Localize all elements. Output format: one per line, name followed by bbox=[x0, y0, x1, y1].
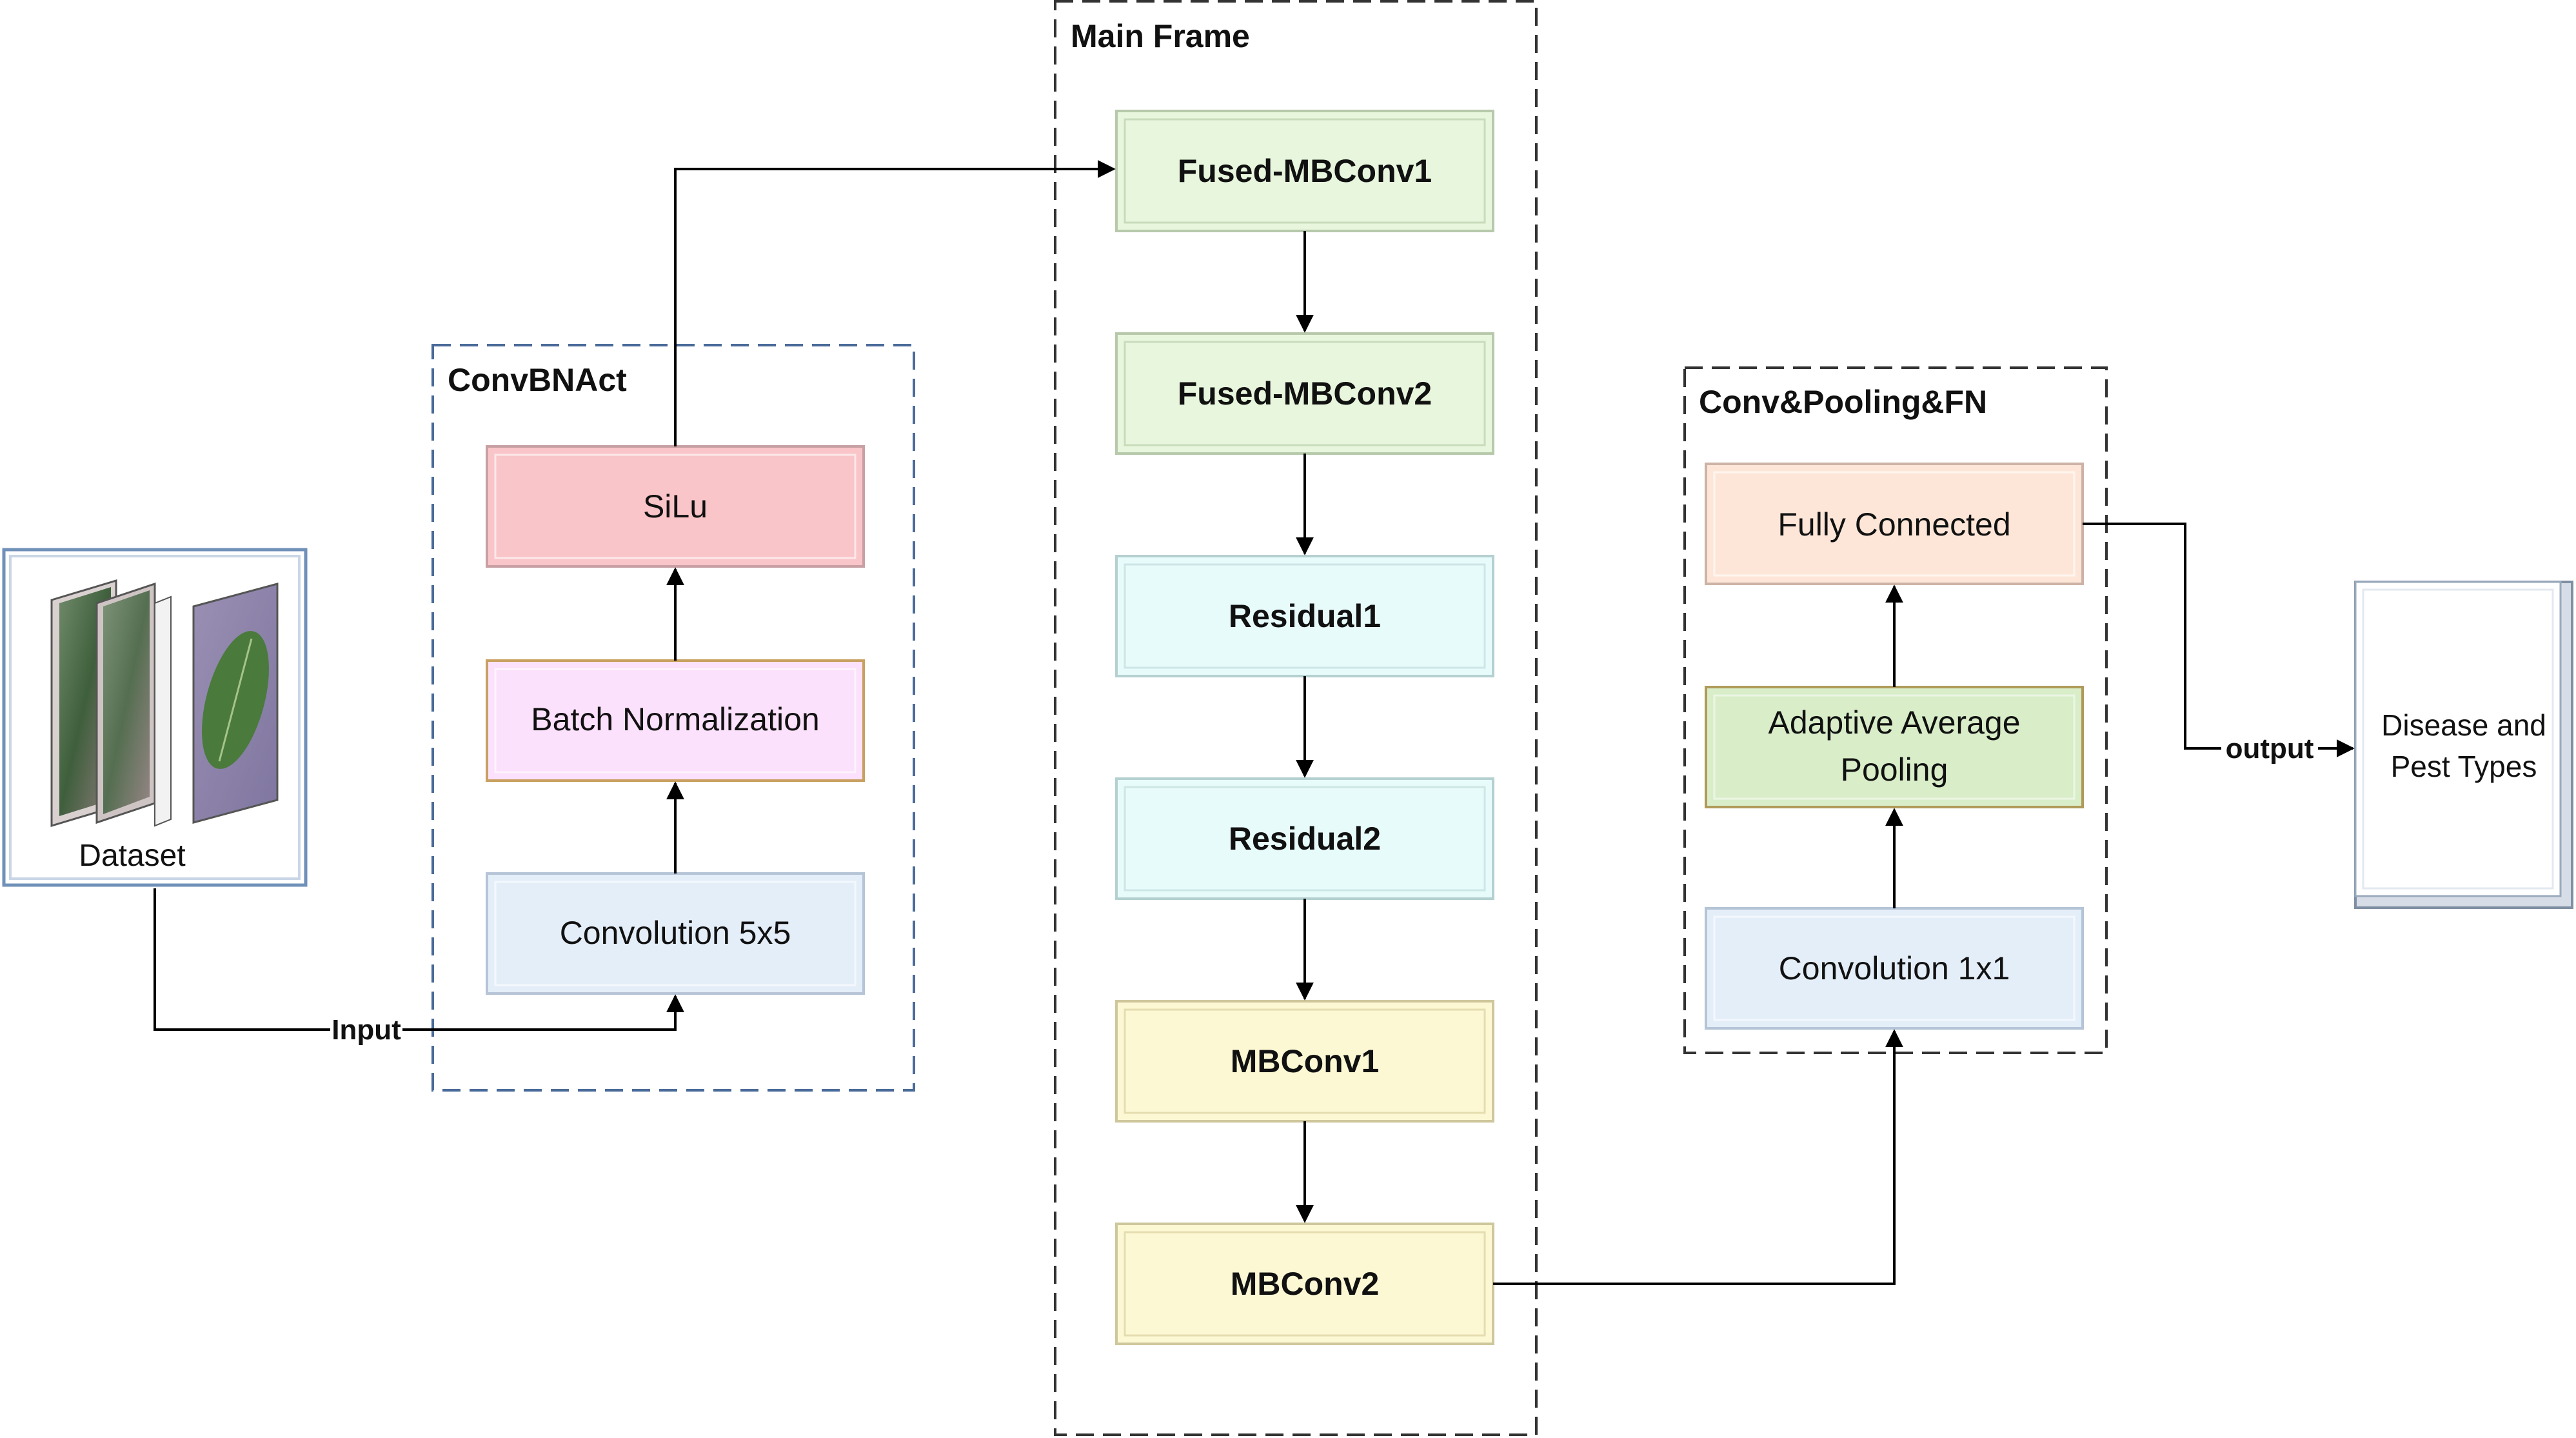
edge-label-input: Input bbox=[332, 1014, 401, 1046]
block-mbconv1-label: MBConv1 bbox=[1231, 1043, 1380, 1079]
block-residual1-label: Residual1 bbox=[1229, 598, 1381, 634]
block-residual2-label: Residual2 bbox=[1229, 821, 1381, 857]
block-fully-connected-label: Fully Connected bbox=[1778, 506, 2010, 543]
dataset-image-icon bbox=[50, 579, 279, 828]
output-label-line2: Pest Types bbox=[2391, 750, 2537, 783]
block-silu-label: SiLu bbox=[643, 488, 708, 524]
convbnact-title: ConvBNAct bbox=[448, 362, 627, 398]
block-adaptive-average-pooling-label-2: Pooling bbox=[1841, 752, 1948, 788]
block-fused-mbconv2: Fused-MBConv2 bbox=[1115, 332, 1494, 455]
block-fused-mbconv2-label: Fused-MBConv2 bbox=[1178, 375, 1432, 412]
block-convolution-5x5: Convolution 5x5 bbox=[486, 872, 865, 995]
block-batch-normalization-label: Batch Normalization bbox=[531, 701, 819, 737]
block-mbconv1: MBConv1 bbox=[1115, 1000, 1494, 1123]
conv-pooling-fn-title: Conv&Pooling&FN bbox=[1699, 384, 1987, 420]
edge-fc-to-output bbox=[2083, 523, 2355, 757]
dataset-node: Dataset bbox=[2, 548, 308, 887]
block-convolution-1x1-label: Convolution 1x1 bbox=[1779, 950, 2010, 986]
block-fused-mbconv1-label: Fused-MBConv1 bbox=[1178, 153, 1432, 189]
output-node: Disease and Pest Types bbox=[2354, 581, 2573, 909]
block-mbconv2-label: MBConv2 bbox=[1231, 1266, 1380, 1302]
block-residual1: Residual1 bbox=[1115, 555, 1494, 677]
dataset-label: Dataset bbox=[79, 839, 185, 873]
main-frame-group bbox=[1054, 0, 1538, 1436]
block-convolution-1x1: Convolution 1x1 bbox=[1705, 907, 2084, 1030]
main-frame-title: Main Frame bbox=[1071, 18, 1250, 54]
block-batch-normalization: Batch Normalization bbox=[486, 659, 865, 782]
connectors bbox=[154, 160, 2355, 1285]
edge-mbconv2-to-conv1x1 bbox=[1493, 1029, 1903, 1285]
block-silu: SiLu bbox=[486, 445, 865, 568]
block-fused-mbconv1: Fused-MBConv1 bbox=[1115, 110, 1494, 232]
block-residual2: Residual2 bbox=[1115, 777, 1494, 900]
edge-dataset-to-conv5x5 bbox=[154, 888, 684, 1031]
block-fully-connected: Fully Connected bbox=[1705, 463, 2084, 585]
edge-label-output: output bbox=[2226, 733, 2314, 764]
block-convolution-5x5-label: Convolution 5x5 bbox=[560, 915, 791, 951]
block-mbconv2: MBConv2 bbox=[1115, 1223, 1494, 1345]
edge-silu-to-fused-mbconv1 bbox=[674, 160, 1116, 446]
output-label-line1: Disease and bbox=[2381, 708, 2546, 742]
block-adaptive-average-pooling-label-1: Adaptive Average bbox=[1768, 704, 2020, 741]
block-adaptive-average-pooling: Adaptive Average Pooling bbox=[1705, 686, 2084, 808]
convbnact-group bbox=[431, 344, 915, 1092]
